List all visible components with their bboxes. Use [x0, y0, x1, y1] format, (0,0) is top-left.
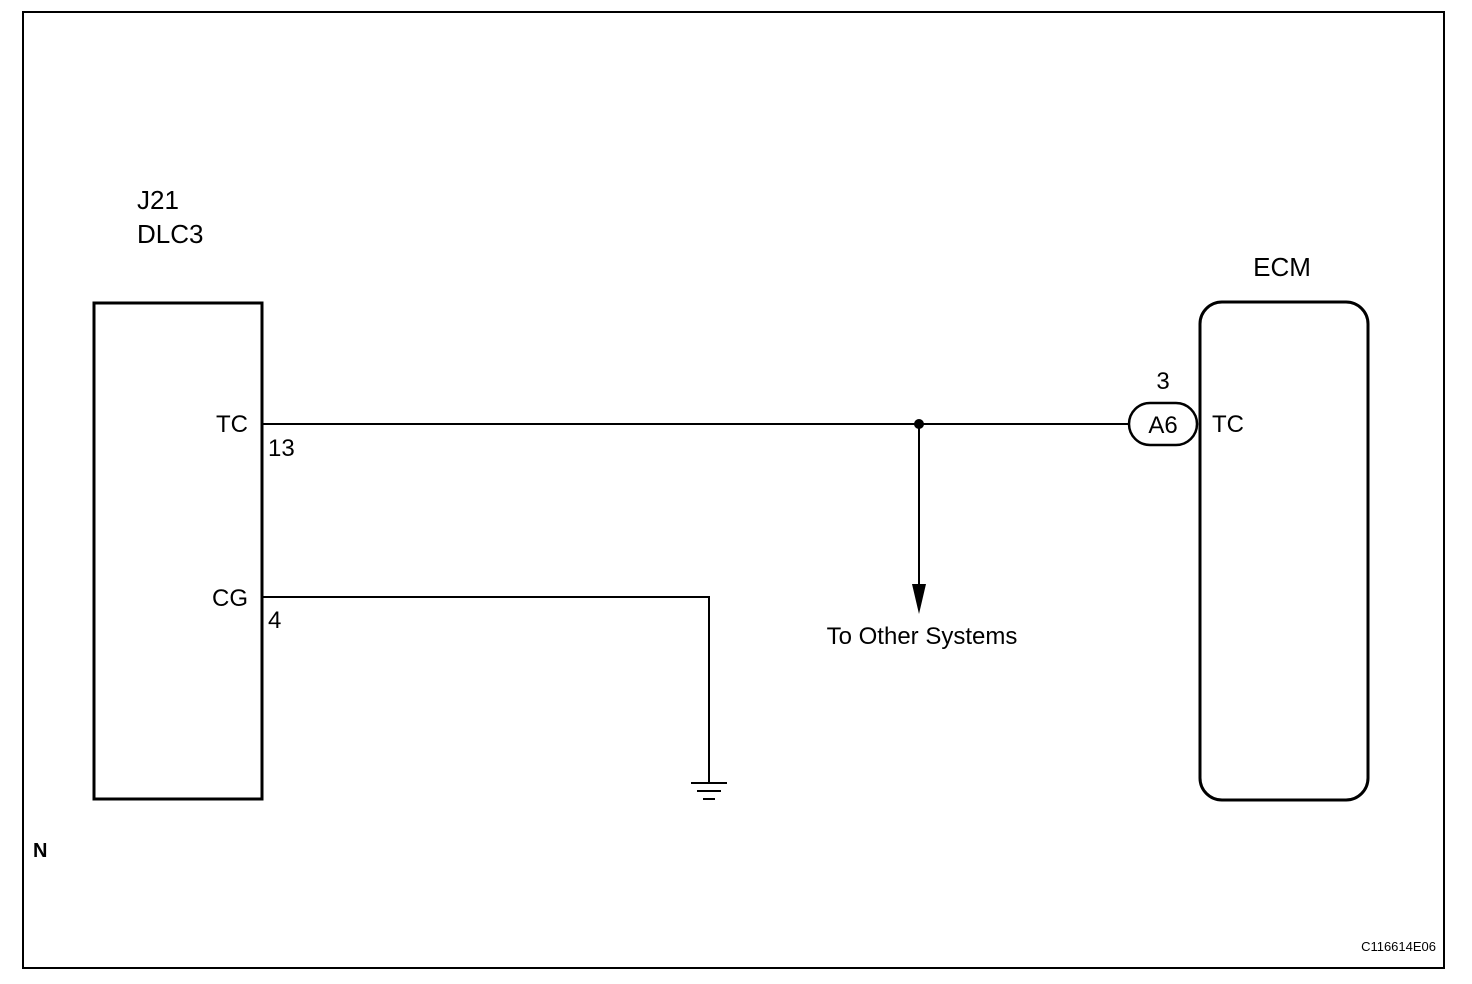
branch-label: To Other Systems: [827, 623, 1018, 650]
figure-code: C116614E06: [1361, 939, 1436, 954]
ecm-box: [1198, 300, 1370, 802]
ecm-connector-id: A6: [1148, 412, 1177, 439]
dlc3-box: [92, 301, 264, 801]
dlc3-pin-tc-label: TC: [216, 411, 248, 438]
outer-frame: [22, 11, 1445, 969]
dlc3-pin-tc-number: 13: [268, 435, 295, 462]
dlc3-pin-cg-label: CG: [212, 585, 248, 612]
dlc3-pin-cg-number: 4: [268, 607, 281, 634]
cg-wire: [262, 596, 710, 782]
dlc3-block: J21 DLC3 TC 13 CG 4: [92, 185, 295, 801]
splice-branch: To Other Systems: [827, 419, 1018, 650]
ecm-pin-label: TC: [1212, 411, 1244, 438]
ecm-connector-oval: [1127, 401, 1199, 447]
ecm-block: ECM 3 A6 TC: [1127, 252, 1370, 802]
dlc3-connector-id: J21: [137, 185, 179, 215]
cg-ground-circuit: [262, 596, 727, 800]
dlc3-name: DLC3: [137, 219, 203, 249]
branch-arrow-icon: [912, 584, 926, 614]
corner-mark: N: [33, 840, 47, 862]
ecm-name: ECM: [1253, 252, 1311, 282]
ecm-pin-number: 3: [1156, 368, 1169, 395]
ground-icon: [691, 782, 727, 800]
